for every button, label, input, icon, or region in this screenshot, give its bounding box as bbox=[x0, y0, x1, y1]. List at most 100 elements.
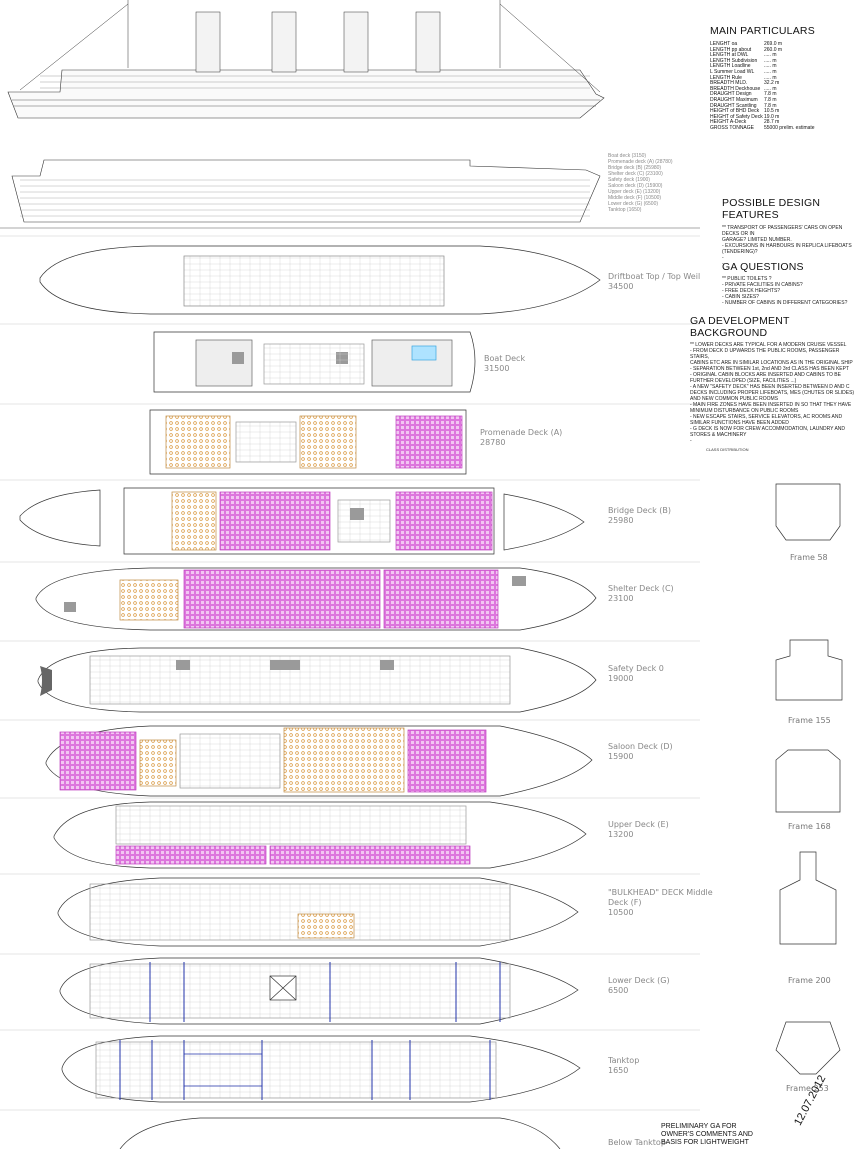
class-distribution-note: CLASS DISTRIBUTION bbox=[706, 447, 749, 452]
ga-question-line: ** PUBLIC TOILETS ? bbox=[722, 276, 772, 282]
ga-background-line: - A NEW "SAFETY DECK" HAS BEEN INSERTED … bbox=[690, 384, 850, 390]
particulars-row: LENGTH Subdivision ..... m bbox=[710, 57, 815, 65]
particulars-row: L Summer Load WL..... m bbox=[710, 69, 815, 76]
design-features-panel: POSSIBLE DESIGN FEATURES ** TRANSPORT OF… bbox=[722, 197, 858, 267]
ga-background-line: - NEW ESCAPE STAIRS, SERVICE ELEVATORS, … bbox=[690, 414, 843, 420]
deck-plan-middle bbox=[57, 877, 579, 947]
particulars-value: ..... m bbox=[764, 74, 777, 81]
deck-label-saloon: Saloon Deck (D)15900 bbox=[608, 742, 673, 762]
deck-name: Lower Deck (G) bbox=[608, 976, 670, 985]
main-particulars-title: MAIN PARTICULARS bbox=[710, 25, 815, 37]
profile-deck-label: Saloon deck (D) (15900) bbox=[608, 183, 663, 189]
deck-label-upper: Upper Deck (E)13200 bbox=[608, 820, 669, 840]
profile-deck-labels: Boat deck (3150) Promenade deck (A) (287… bbox=[608, 153, 672, 213]
particulars-value: ..... m bbox=[764, 63, 777, 70]
particulars-row: HEIGHT of BHD Deck 10.5 m bbox=[710, 109, 815, 115]
profile-deck-label: Bridge deck (B) (25980) bbox=[608, 165, 662, 171]
particulars-value: 10.5 m bbox=[764, 108, 780, 115]
deck-label-bridge: Bridge Deck (B)25980 bbox=[608, 506, 671, 526]
frame-label: Frame 200 bbox=[788, 976, 831, 985]
ga-background-line: AND NEW COMMON PUBLIC ROOMS bbox=[690, 396, 779, 402]
ga-background-panel: GA DEVELOPMENT BACKGROUND ** LOWER DECKS… bbox=[690, 315, 858, 444]
particulars-key: LENGTH Subdivision bbox=[710, 57, 758, 64]
particulars-key: DRAUGHT Maximum bbox=[710, 96, 758, 103]
deck-plan-bridge bbox=[19, 487, 585, 555]
design-feature-line: - bbox=[722, 261, 724, 267]
deck-level: 25980 bbox=[608, 516, 634, 525]
particulars-key: HEIGHT A-Deck bbox=[710, 119, 747, 126]
deck-level: 19000 bbox=[608, 674, 634, 683]
title-block: PRELIMINARY GA FOR OWNER'S COMMENTS AND … bbox=[661, 1123, 753, 1147]
deck-level: 10500 bbox=[608, 908, 634, 917]
particulars-key: DRAUGHT Design bbox=[710, 91, 752, 98]
ga-background-line: ** LOWER DECKS ARE TYPICAL FOR A MODERN … bbox=[690, 342, 847, 348]
frame-stations bbox=[0, 235, 700, 1111]
ga-questions-panel: GA QUESTIONS ** PUBLIC TOILETS ? - PRIVA… bbox=[722, 261, 858, 306]
profile-deck-label: Upper deck (E) (13200) bbox=[608, 189, 661, 195]
ga-background-line: MINIMUM DISTURBANCE ON PUBLIC ROOMS bbox=[690, 408, 799, 414]
main-particulars-panel: MAIN PARTICULARS bbox=[710, 25, 815, 37]
deck-level: 28780 bbox=[480, 438, 506, 447]
particulars-row: LENGTH Loadline..... m bbox=[710, 64, 815, 70]
particulars-key: HEIGHT of BHD Deck bbox=[710, 108, 760, 115]
deck-plan-saloon bbox=[45, 725, 593, 797]
particulars-key: GROSS TONNAGE bbox=[710, 124, 754, 131]
deck-name: Shelter Deck (C) bbox=[608, 584, 674, 593]
particulars-value: 19.0 m bbox=[764, 113, 780, 120]
deck-plan-shelter bbox=[35, 567, 597, 631]
particulars-value: ..... m bbox=[764, 52, 777, 59]
design-feature-line: - EXCURSIONS IN HARBOURS IN REPLICA LIFE… bbox=[722, 243, 852, 249]
ga-question-line: - FREE DECK HEIGHTS? bbox=[722, 288, 781, 294]
deck-label-middle: "BULKHEAD" DECK Middle Deck (F)10500 bbox=[608, 888, 718, 918]
deck-plan-boat bbox=[153, 331, 476, 393]
particulars-row: BREADTH MLD.32.2 m bbox=[710, 81, 815, 87]
design-feature-line: ** TRANSPORT OF PASSENGERS' CARS ON OPEN… bbox=[722, 225, 843, 237]
ga-question-line: - NUMBER OF CABINS IN DIFFERENT CATEGORI… bbox=[722, 300, 848, 306]
profile-deck-label: Shelter deck (C) (23100) bbox=[608, 171, 663, 177]
frame-label: Frame 168 bbox=[788, 822, 831, 831]
outboard-profile bbox=[7, 0, 605, 119]
design-features-list: ** TRANSPORT OF PASSENGERS' CARS ON OPEN… bbox=[722, 225, 858, 267]
deck-plan-safety bbox=[37, 647, 597, 713]
profile-deck-label: Lower deck (G) (6500) bbox=[608, 201, 659, 207]
profile-deck-label: Promenade deck (A) (28780) bbox=[608, 159, 673, 165]
frame-label: Frame 58 bbox=[790, 553, 828, 562]
ga-background-line: CABINS ETC ARE IN SIMILAR LOCATIONS AS I… bbox=[690, 360, 853, 366]
particulars-key: DRAUGHT Scantling bbox=[710, 102, 757, 109]
profile-deck-label: Boat deck (3150) bbox=[608, 153, 647, 159]
ga-background-line: - FROM DECK D UPWARDS THE PUBLIC ROOMS, … bbox=[690, 348, 840, 360]
inboard-profile bbox=[0, 159, 700, 229]
deck-level: 23100 bbox=[608, 594, 634, 603]
profile-deck-label: Middle deck (F) (10500) bbox=[608, 195, 662, 201]
deck-name: Tanktop bbox=[608, 1056, 640, 1065]
particulars-key: BREADTH Deckhouse bbox=[710, 85, 761, 92]
deck-plan-upper bbox=[53, 801, 587, 869]
particulars-row: BREADTH Deckhouse..... m bbox=[710, 85, 815, 93]
ga-background-line: - SEPARATION BETWEEN 1st, 2nd AND 3rd CL… bbox=[690, 366, 850, 372]
particulars-key: HEIGHT of Safety Deck bbox=[710, 113, 763, 120]
deck-plan-promenade bbox=[149, 409, 467, 475]
design-feature-line: (TENDERING)? bbox=[722, 249, 758, 255]
frame-label: Frame 253 bbox=[786, 1084, 829, 1093]
ga-background-line: FURTHER DEVELOPED (SIZE, FACILITIES ...) bbox=[690, 378, 797, 384]
deck-label-below-tanktop: Below Tanktop bbox=[608, 1138, 666, 1148]
deck-name: Boat Deck bbox=[484, 354, 526, 363]
frame-sections bbox=[775, 483, 843, 1075]
ga-background-line: SIMILAR FUNCTIONS HAVE BEEN ADDED bbox=[690, 420, 789, 426]
ga-background-line: STORES & MACHINERY bbox=[690, 432, 747, 438]
profile-deck-label: Safety deck (1900) bbox=[608, 177, 650, 183]
ga-background-line: - MAIN FIRE ZONES HAVE BEEN INSERTED IN … bbox=[690, 402, 852, 408]
particulars-value: 32.2 m bbox=[764, 80, 780, 87]
particulars-value: ..... m bbox=[764, 57, 777, 64]
deck-name: Driftboat Top / Top Weil bbox=[608, 272, 701, 281]
